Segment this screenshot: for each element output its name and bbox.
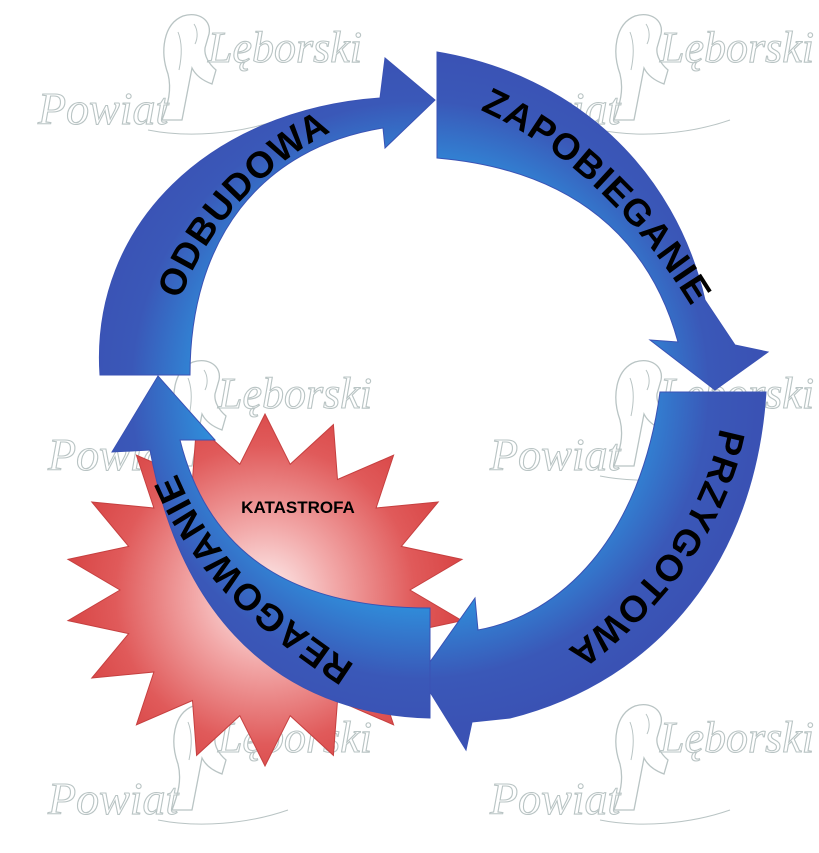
cycle-arrows: [98, 51, 770, 752]
arrow-przygotowanie: [419, 391, 767, 752]
arrow-odbudowa: [98, 57, 436, 376]
arrow-zapobieganie: [436, 51, 770, 391]
watermark-logo: [488, 703, 815, 825]
arrow-reagowanie: [111, 375, 431, 719]
catastrophe-label: KATASTROFA: [241, 498, 355, 517]
